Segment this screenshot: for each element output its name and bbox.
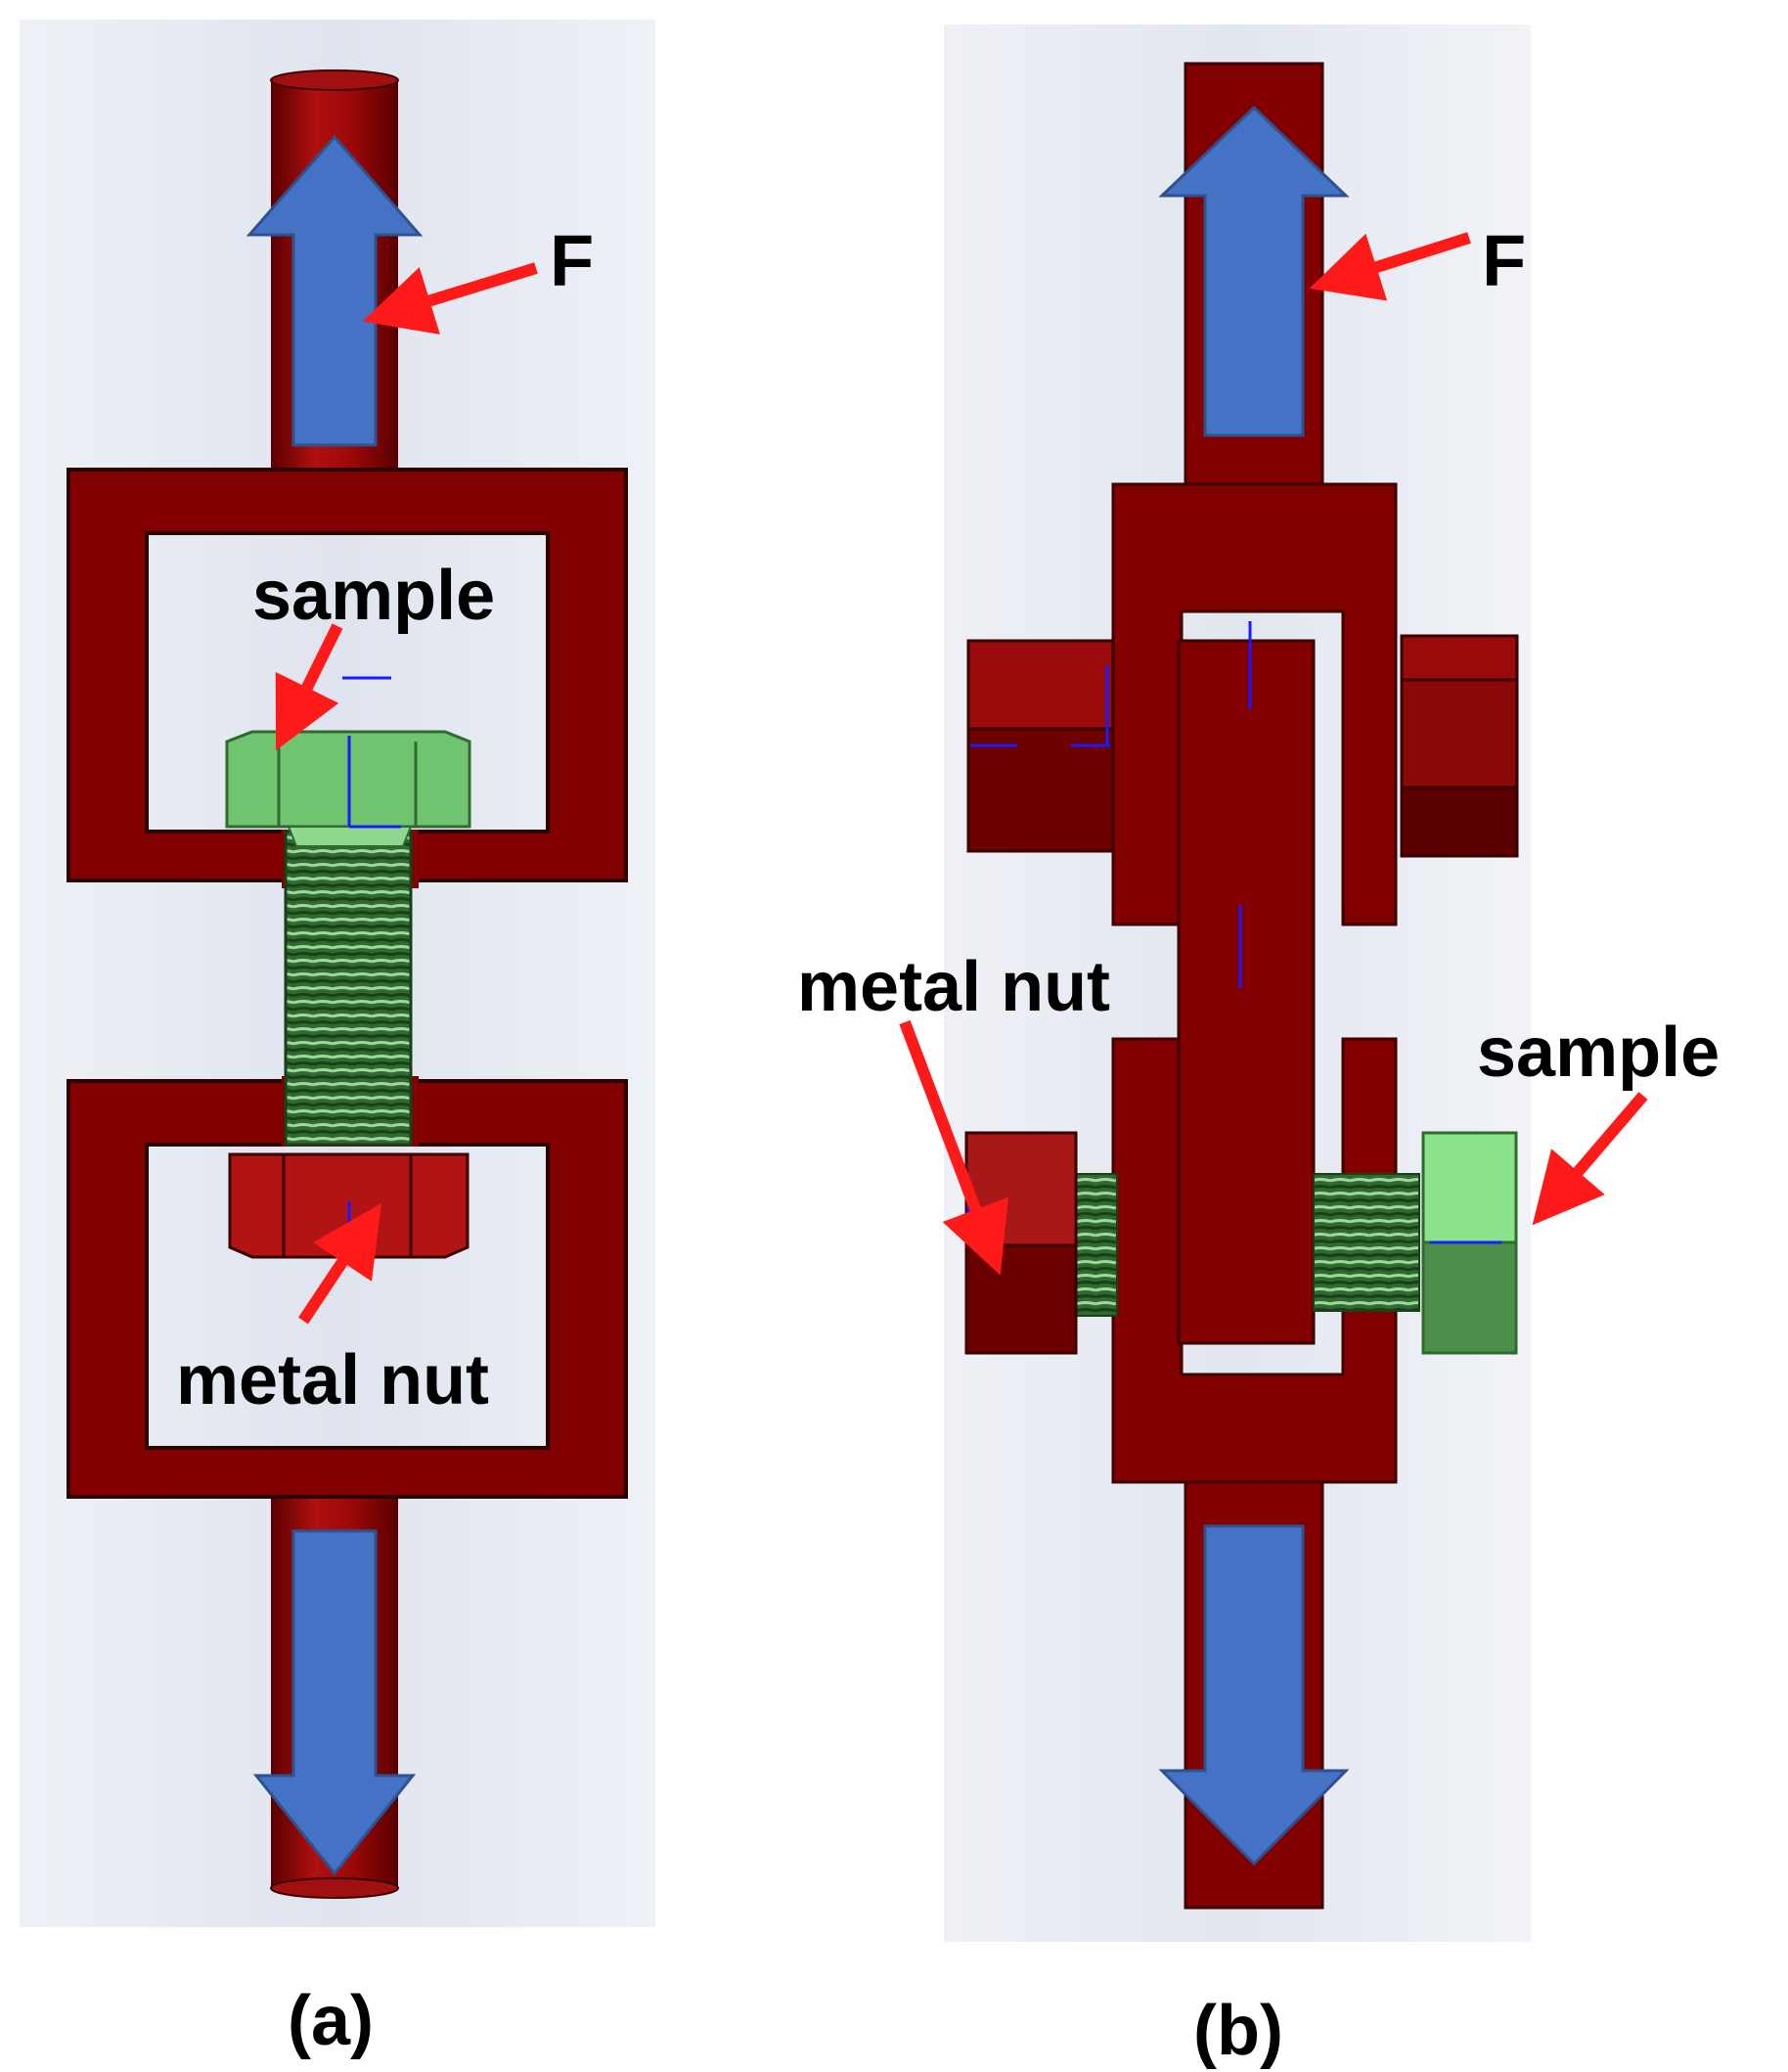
panel-b-upper-clevis xyxy=(1111,482,1398,926)
panel-a-top-rod-end xyxy=(270,69,399,91)
panel-b-center-plate xyxy=(1177,639,1316,1345)
panel-b-upper-left-nut xyxy=(966,639,1115,853)
panel-a-caption: (a) xyxy=(288,1982,374,2060)
panel-b-sample-head xyxy=(1421,1131,1518,1355)
panel-a-upper-frame xyxy=(67,468,628,882)
panel-b-sample-pointer xyxy=(1532,1092,1648,1226)
panel-b-force-arrow-down xyxy=(1158,1524,1350,1867)
panel-b-right-thread xyxy=(1313,1173,1420,1312)
panel-a-bolt-shank xyxy=(284,830,413,1147)
panel-b-force-pointer xyxy=(1309,232,1471,301)
panel-a-force-arrow-down xyxy=(252,1529,417,1876)
panel-b-force-arrow-up xyxy=(1158,105,1350,437)
panel-a-sample-label: sample xyxy=(252,557,495,635)
panel-a-sample-pointer xyxy=(275,623,343,751)
panel-b-force-label: F xyxy=(1482,220,1526,301)
panel-b-sample-label: sample xyxy=(1477,1013,1720,1092)
panel-b-nut-pointer xyxy=(899,1019,1008,1276)
panel-a-force-pointer xyxy=(362,262,538,335)
panel-b: F metal nut sample (b) xyxy=(797,24,1720,2070)
panel-b-left-thread xyxy=(1075,1173,1118,1317)
panel-a-nut-pointer xyxy=(298,1203,381,1325)
panel-a-force-label: F xyxy=(550,220,594,301)
panel-a-nut-label: metal nut xyxy=(176,1341,489,1419)
panel-a: F sample metal nut (a) xyxy=(20,20,655,2060)
panel-b-upper-right-nut xyxy=(1400,634,1519,858)
panel-b-caption: (b) xyxy=(1193,1992,1283,2070)
panel-b-nut-label: metal nut xyxy=(797,948,1110,1026)
panel-a-bottom-rod-end xyxy=(270,1877,399,1899)
panel-a-force-arrow-up xyxy=(246,134,424,447)
